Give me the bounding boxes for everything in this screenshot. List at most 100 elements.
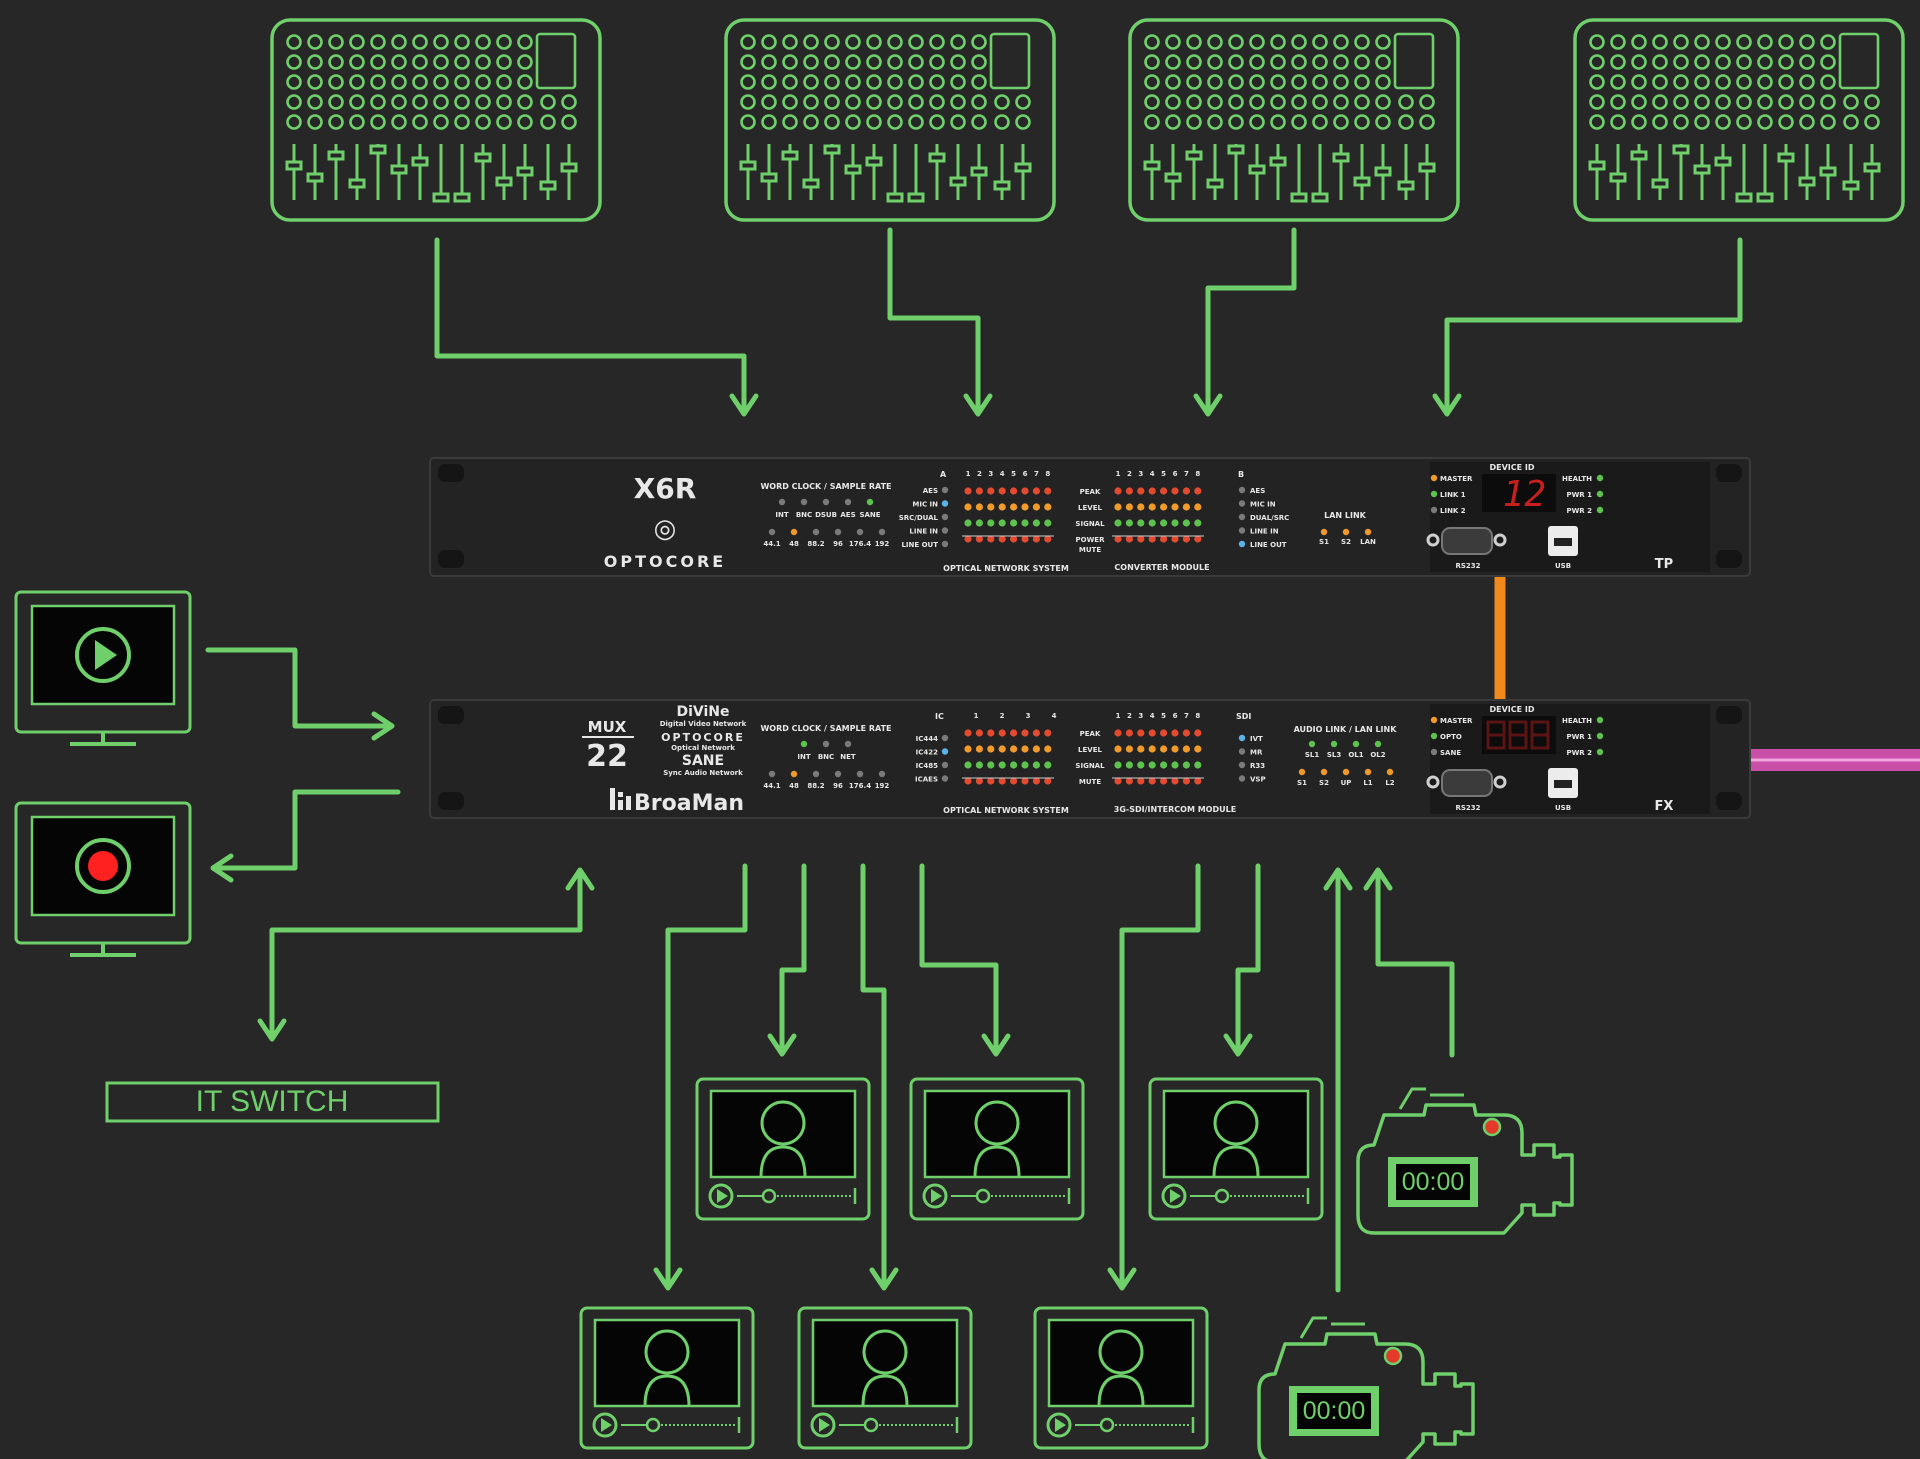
mux-brand: OPTOCORE [661,731,745,744]
led-indicator [1430,732,1438,740]
video-camera-1-icon: 00:00 [1356,1087,1574,1235]
led-indicator [1137,519,1145,527]
rack-label: HEALTH [1562,475,1592,483]
video-monitor-middle-1 [695,1077,871,1221]
led-indicator [1137,503,1145,511]
led-indicator [964,487,972,495]
rack-label: 2 [1000,712,1005,720]
led-indicator [941,527,949,534]
video-monitor-middle-2 [909,1077,1085,1221]
led-indicator [1320,768,1328,776]
sane-label: SANE [682,753,724,769]
led-indicator [1238,513,1246,521]
led-indicator [1114,729,1122,737]
led-indicator [1032,745,1040,753]
rack-label: HEALTH [1562,717,1592,725]
mux-section-optical: OPTICAL NETWORK SYSTEM [943,806,1069,815]
rack-label: 7 [1184,470,1189,478]
led-indicator [1171,503,1179,511]
rack-label: 8 [1045,470,1050,478]
x6r-device-id-value: 12 [1503,474,1546,515]
rack-label: SANE [859,511,880,519]
led-indicator [1137,535,1145,543]
x6r-lan-title: LAN LINK [1324,511,1367,520]
rack-label: BNC [796,511,812,519]
led-indicator [1021,519,1029,527]
led-indicator [998,519,1006,527]
rack-label: 96 [833,540,843,548]
rack-label: R33 [1250,762,1265,770]
led-indicator [998,745,1006,753]
led-indicator [1010,729,1018,737]
led-indicator [987,535,995,543]
led-indicator [1137,745,1145,753]
led-indicator [1596,474,1604,482]
led-indicator [1160,729,1168,737]
mux-device-id-title: DEVICE ID [1489,705,1534,714]
led-indicator [1137,729,1145,737]
led-indicator [1032,729,1040,737]
led-indicator [1194,535,1202,543]
led-indicator [1160,777,1168,785]
rack-label: 1 [1116,712,1121,720]
led-indicator [1596,490,1604,498]
rack-label: 4 [1000,470,1005,478]
led-indicator [1330,740,1338,748]
rack-label: 1 [1116,470,1121,478]
rack-label: S1 [1319,538,1329,546]
led-indicator [1148,519,1156,527]
rack-label: 7 [1184,712,1189,720]
led-indicator [1171,535,1179,543]
led-indicator [941,500,949,507]
rack-label: IC422 [916,749,938,757]
rack-label: SIGNAL [1075,762,1105,770]
led-indicator [790,770,798,778]
led-indicator [1171,777,1179,785]
led-indicator [1238,761,1246,769]
led-indicator [1125,745,1133,753]
rack-label: AES [1250,487,1265,495]
led-indicator [987,729,995,737]
led-indicator [1114,745,1122,753]
led-indicator [998,729,1006,737]
rack-label: 6 [1173,712,1178,720]
rack-label: 3 [1138,712,1143,720]
camera-2-timecode: 00:00 [1303,1397,1366,1425]
led-indicator [1114,761,1122,769]
x6r-section-module: CONVERTER MODULE [1114,563,1209,572]
led-indicator [1148,503,1156,511]
led-indicator [812,770,820,778]
mux-brand-sub: Optical Network [671,744,735,752]
rack-label: IC444 [916,735,938,743]
led-indicator [998,761,1006,769]
led-indicator [1044,745,1052,753]
led-indicator [941,775,949,782]
rack-label: 88.2 [807,540,824,548]
led-indicator [1430,490,1438,498]
rack-label: SIGNAL [1075,520,1105,528]
led-indicator [1374,740,1382,748]
rack-label: NET [840,753,856,761]
rack-label: 48 [789,782,799,790]
rack-label: 44.1 [763,782,780,790]
rack-label: LINE OUT [901,541,938,549]
rack-label: 192 [875,540,890,548]
connection-arrows [205,227,1743,1293]
led-indicator [1044,535,1052,543]
led-indicator [1021,503,1029,511]
led-indicator [1596,748,1604,756]
rack-label: 1 [974,712,979,720]
rack-label: L1 [1363,779,1372,787]
led-indicator [1596,716,1604,724]
rack-label: VSP [1250,776,1266,784]
led-indicator [1182,487,1190,495]
led-indicator [998,535,1006,543]
video-monitor-middle-3 [1148,1077,1324,1221]
